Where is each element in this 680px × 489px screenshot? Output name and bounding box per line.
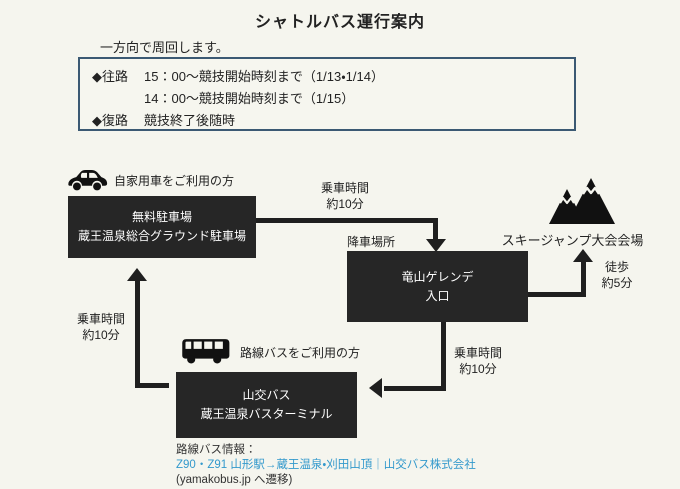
edge-label-gelande-to-terminal: 乗車時間 約10分 [453,346,502,376]
node-gelande: 竜山ゲレンデ 入口 [347,251,528,322]
outbound-time-2: 14：00～競技開始時刻まで（1/15） [144,91,355,106]
page-title: シャトルバス運行案内 [254,14,425,31]
arrow-parking-to-gelande-vline [433,218,438,239]
schedule-outbound-row1: ◆往路 15：00～競技開始時刻まで（1/13・1/14） [92,66,568,88]
arrow-gelande-to-venue-head [573,249,593,262]
node-parking: 無料駐車場 蔵王温泉総合グラウンド駐車場 [68,196,256,258]
outbound-time-1: 15：00～競技開始時刻まで（1/13・1/14） [144,69,384,84]
arrow-parking-to-gelande-head [426,239,446,252]
arrow-gelande-to-venue-vline [581,262,586,297]
arrow-gelande-to-terminal-vline [441,322,446,391]
terminal-line1: 山交バス [242,388,291,402]
parking-line2: 蔵王温泉総合グラウンド駐車場 [77,229,246,243]
schedule-outbound-row2: 14：00～競技開始時刻まで（1/15） [92,88,568,110]
arrow-gelande-to-venue-hline [528,292,586,297]
edge-label-gelande-to-venue: 徒歩 約5分 [601,260,633,290]
car-icon [64,166,110,194]
schedule-box: ◆往路 15：00～競技開始時刻まで（1/13・1/14） 14：00～競技開始… [78,57,576,131]
arrow-terminal-to-parking-hline [137,383,169,388]
arrow-parking-to-gelande-hline [256,218,438,223]
edge-label-parking-to-gelande: 乗車時間 約10分 [320,181,369,211]
outbound-label: ◆往路 [92,69,128,84]
arrow-terminal-to-parking-vline [135,281,140,388]
arrow-gelande-to-terminal-head [369,378,382,398]
gelande-line1: 竜山ゲレンデ [401,269,474,284]
edge-label-terminal-to-parking: 乗車時間 約10分 [76,312,125,342]
schedule-return-row: ◆復路 競技終了後随時 [92,110,568,132]
return-label: ◆復路 [92,113,128,128]
mountain-icon [547,175,617,227]
route-bus-link-note: (yamakobus.jp へ遷移) [176,474,293,486]
car-section-label: 自家用車をご利用の方 [114,174,235,188]
route-bus-link[interactable]: Z90・Z91 山形駅→蔵王温泉・刈田山頂｜山交バス株式会社 [176,459,476,471]
venue-label: スキージャンプ大会会場 [501,233,644,248]
arrow-terminal-to-parking-head [127,268,147,281]
arrow-gelande-to-terminal-hline [384,386,446,391]
parking-line1: 無料駐車場 [131,210,192,224]
route-bus-info: 路線バス情報： Z90・Z91 山形駅→蔵王温泉・刈田山頂｜山交バス株式会社 (… [176,443,476,488]
route-bus-info-label: 路線バス情報： [176,444,257,456]
dropoff-tag: 降車場所 [347,235,396,249]
bus-icon [179,335,231,366]
page-subtitle: 一方向で周回します。 [100,40,229,55]
gelande-line2: 入口 [425,288,450,303]
terminal-line2: 蔵王温泉バスターミナル [200,407,333,421]
node-terminal: 山交バス 蔵王温泉バスターミナル [176,372,357,438]
bus-section-label: 路線バスをご利用の方 [240,346,361,360]
return-value: 競技終了後随時 [144,113,236,128]
